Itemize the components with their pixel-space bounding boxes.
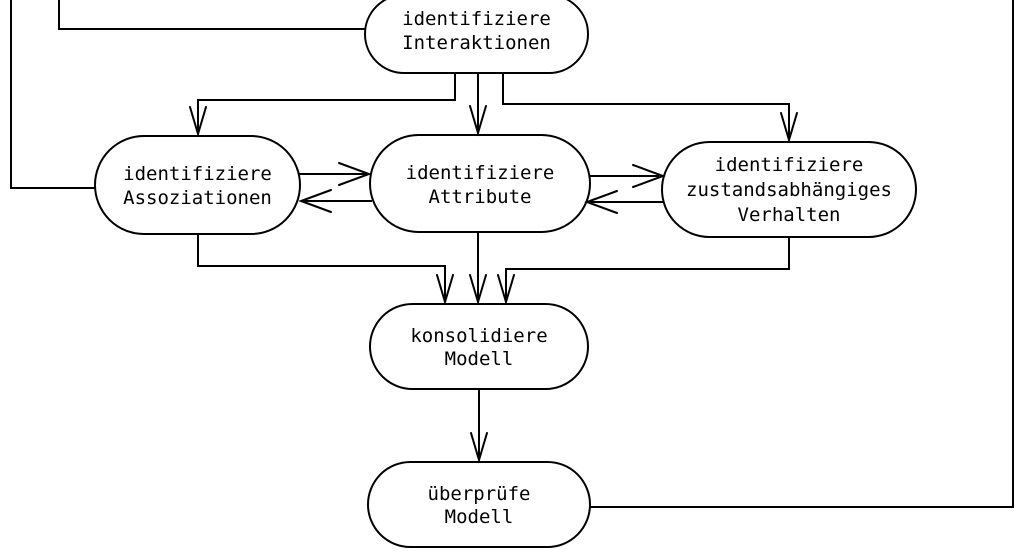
arrowhead-into-zustand-top [780,112,798,144]
edge-interaktionen-to-assoziationen [197,73,456,131]
label-identifiziere-interaktionen: identifiziere Interaktionen [402,8,551,54]
node-label-line: überprüfe [428,483,531,505]
node-identifiziere-assoziationen [94,135,301,235]
label-ueberpruefe-modell: überprüfe Modell [428,483,531,528]
arrowhead-into-attribute-top [469,105,487,137]
arrowhead-into-attribute-right [584,190,618,214]
node-identifiziere-attribute [369,134,591,233]
label-identifiziere-assoziationen: identifiziere Assoziationen [123,163,272,209]
edge-ueberpruefe-to-offscreen [589,0,1014,508]
node-label-line: Interaktionen [402,32,551,54]
node-identifiziere-interaktionen [364,0,589,74]
arrowhead-into-konsolidiere-middle [469,274,487,306]
edge-interaktionen-to-zustand [502,73,790,137]
node-label-line: zustandsabhängiges [686,179,892,201]
arrowhead-into-attribute-left [338,162,372,186]
arrowhead-into-ueberpruefe-top [470,432,488,464]
node-label-line: identifiziere [123,163,272,185]
node-label-line: Verhalten [738,204,841,226]
edge-offscreen-to-interaktionen [58,0,367,30]
arrowhead-into-assoziationen-top [189,106,207,138]
node-label-line: Attribute [429,186,532,208]
node-label-line: Modell [445,348,514,370]
label-identifiziere-attribute: identifiziere Attribute [406,162,555,208]
arrowhead-into-konsolidiere-right [497,274,515,306]
arrowhead-into-konsolidiere-left [436,274,454,306]
edge-offscreen-to-assoziationen [10,0,97,189]
node-label-line: konsolidiere [410,325,547,347]
node-label-line: Assoziationen [123,187,272,209]
arrowhead-into-assoziationen-right [298,189,332,213]
label-konsolidiere-modell: konsolidiere Modell [410,325,547,370]
node-label-line: identifiziere [402,8,551,30]
node-konsolidiere-modell [369,303,589,390]
edge-zustand-to-konsolidiere [505,237,790,299]
node-label-line: identifiziere [406,162,555,184]
node-label-line: Modell [445,506,514,528]
label-identifiziere-zustand: identifiziere zustandsabhängiges Verhalt… [686,154,892,226]
arrowhead-into-zustand-left [632,164,666,188]
edge-assoziationen-to-konsolidiere [197,234,446,299]
node-label-line: identifiziere [715,154,864,176]
